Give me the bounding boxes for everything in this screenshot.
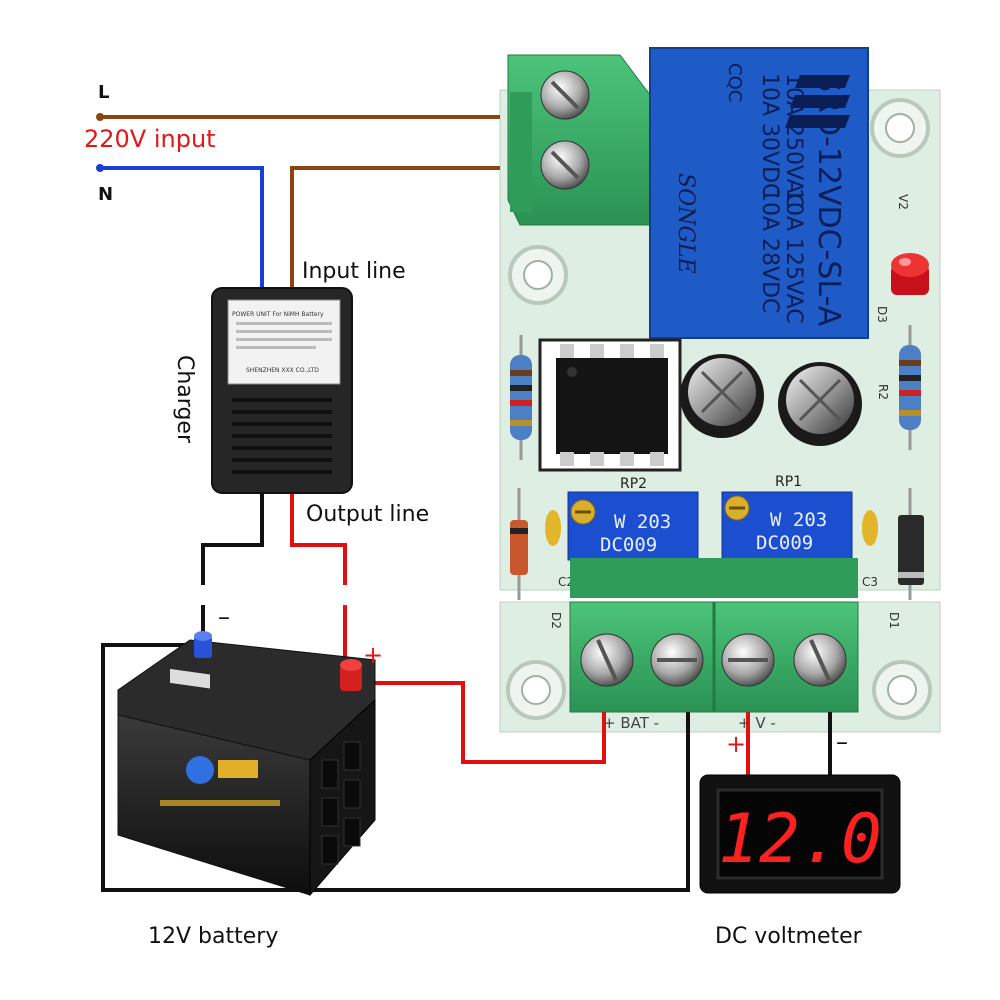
output-terminal-block [569, 558, 859, 713]
charger-input-wire [290, 166, 500, 290]
label-dc-voltmeter: DC voltmeter [715, 924, 863, 949]
diode-icon [898, 488, 924, 600]
charger-plate-title: POWER UNIT For NiMH Battery [232, 311, 324, 318]
battery [117, 631, 376, 897]
label-r2: R2 [876, 384, 890, 400]
battery-positive-to-board-wire [375, 681, 606, 764]
label-d3: D3 [875, 306, 889, 323]
potentiometer-rp1: W 203 DC009 [721, 491, 853, 561]
charger-vent-slots-icon [232, 398, 332, 474]
label-v2: V2 [896, 194, 910, 210]
mounting-hole [872, 660, 932, 720]
relay-rating-4: 10A 28VDC [757, 188, 782, 313]
label-rp1: RP1 [775, 474, 802, 490]
red-led-icon [891, 253, 929, 295]
label-c3: C3 [862, 575, 878, 589]
resistor-icon [899, 325, 921, 450]
pot-text-1: W 203 [614, 511, 671, 533]
relay-brand: SONGLE [673, 173, 698, 274]
relay-rating-2: 10A 125VAC [781, 188, 806, 324]
battery-positive-terminal-icon [340, 659, 362, 691]
label-line-n: N [98, 184, 113, 205]
terminal-screw [721, 633, 775, 687]
potentiometer-rp2: W 203 DC009 [567, 491, 699, 561]
songle-logo-icon [785, 75, 850, 128]
label-d2: D2 [549, 612, 563, 629]
mounting-hole [870, 98, 930, 158]
diode-icon [510, 488, 528, 600]
relay: SRD-12VDC-SL-A 10A 250VAC 10A 30VDC 10A … [649, 47, 869, 339]
label-voltmeter-plus: + [726, 730, 746, 758]
ceramic-capacitor-icon [545, 510, 561, 546]
label-line-l: L [98, 82, 109, 103]
terminal-label-bat: + BAT - [603, 714, 659, 732]
capacitor-icon [778, 362, 862, 446]
neutral-wire-end [96, 164, 104, 172]
label-220v-input: 220V input [84, 125, 216, 153]
relay-model: SRD-12VDC-SL-A [811, 73, 846, 327]
label-battery-plus: + [363, 641, 383, 669]
mounting-hole [508, 245, 568, 305]
voltmeter-reading: 12.0 [718, 800, 882, 879]
label-output-line: Output line [306, 502, 429, 527]
pot-text-2: DC009 [756, 532, 813, 554]
label-charger: Charger [172, 355, 197, 444]
capacitor-icon [680, 354, 764, 438]
label-input-line: Input line [302, 259, 406, 284]
dc-voltmeter: 12.0 [699, 774, 901, 894]
ceramic-capacitor-icon [862, 510, 878, 546]
battery-top-sticker [170, 668, 210, 689]
charger-output-positive-wire [290, 490, 347, 585]
label-rp2: RP2 [620, 476, 647, 492]
mounting-hole [506, 660, 566, 720]
label-d1: D1 [887, 612, 901, 629]
label-12v-battery: 12V battery [148, 924, 278, 949]
battery-brand-logo-icon [160, 756, 280, 806]
label-battery-minus: – [218, 603, 230, 631]
battery-vent-grid-icon [321, 741, 361, 865]
terminal-screw [580, 633, 634, 687]
resistor-icon [510, 335, 532, 460]
battery-negative-terminal-icon [194, 631, 212, 658]
label-voltmeter-minus: – [836, 728, 848, 756]
ic-chip-icon [538, 338, 682, 472]
terminal-screw [793, 633, 847, 687]
terminal-screw [650, 633, 704, 687]
charger: POWER UNIT For NiMH Battery SHENZHEN XXX… [211, 287, 353, 494]
relay-rating-3: 10A 30VDC [757, 73, 782, 198]
pot-text-2: DC009 [600, 534, 657, 556]
battery-negative-loop-wire [101, 643, 690, 892]
pot-text-1: W 203 [770, 509, 827, 531]
neutral-wire [100, 166, 264, 290]
charger-output-negative-wire [201, 490, 264, 585]
relay-cqc-mark: CQC [724, 63, 745, 102]
charger-plate-maker: SHENZHEN XXX CO.,LTD [246, 367, 319, 374]
live-wire-end [96, 113, 104, 121]
relay-module-board: SRD-12VDC-SL-A 10A 250VAC 10A 30VDC 10A … [499, 47, 941, 733]
ac-terminal-block [507, 54, 651, 226]
